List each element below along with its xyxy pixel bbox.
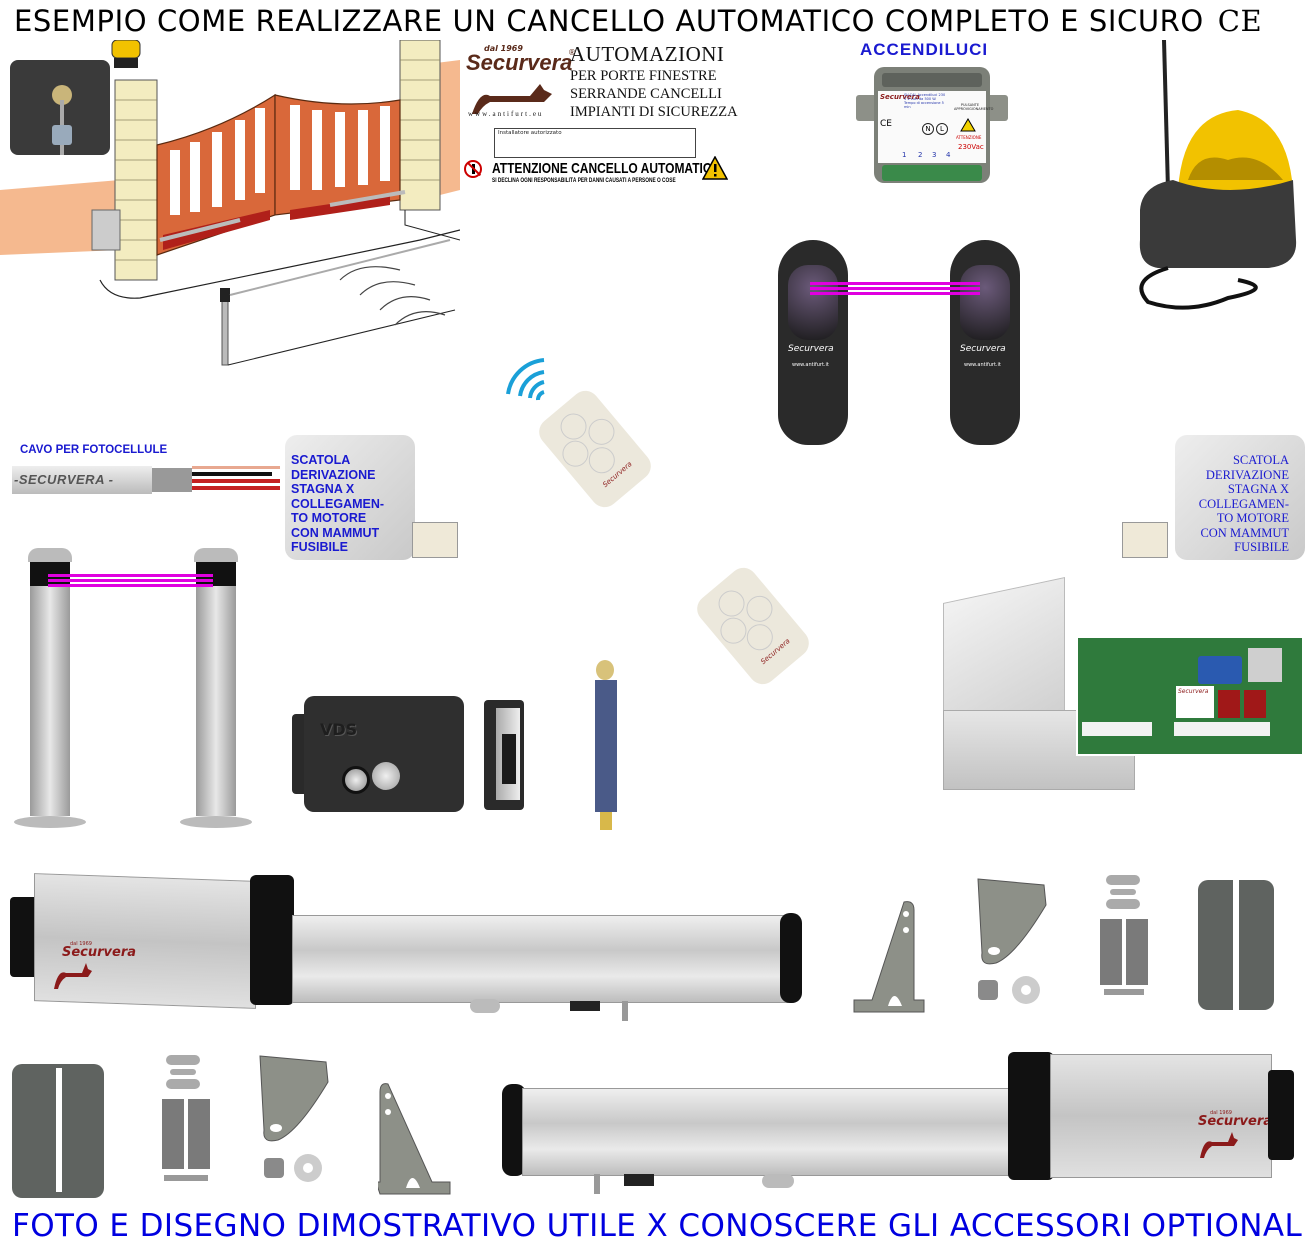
photocell-cable: -SECURVERA - — [12, 462, 280, 496]
cable-label: CAVO PER FOTOCELLULE — [20, 444, 168, 456]
nut-icon — [264, 1158, 284, 1178]
warning-triangle-icon — [701, 155, 729, 184]
front-bracket-1 — [976, 875, 1051, 974]
dog-logo-icon — [470, 80, 552, 116]
gate-illustration — [0, 39, 461, 380]
junction-box-left-text: SCATOLA DERIVAZIONE STAGNA X COLLEGAMEN-… — [291, 453, 385, 554]
gate-motor-right: dal 1969 Securvera — [498, 1052, 1298, 1194]
high-voltage-icon — [960, 117, 976, 136]
ce-mark-icon: CE — [880, 119, 892, 129]
accendiluci-module: Securvera SV-CAL Accendiluci 230 V 2 Luc… — [852, 65, 1012, 185]
photocell-left: Securvera www.antifurt.it — [778, 240, 848, 445]
photocell-beam — [810, 282, 980, 296]
remote-control-2: Securvera — [691, 562, 815, 690]
junction-box-right: SCATOLA DERIVAZIONE STAGNA X COLLEGAMEN-… — [1175, 435, 1305, 560]
title-text: ESEMPIO COME REALIZZARE UN CANCELLO AUTO… — [14, 4, 1204, 38]
bollard-photocell-left — [14, 548, 86, 828]
control-board: Securvera — [1076, 636, 1304, 756]
brand-logo: dal 1969 Securvera — [462, 42, 572, 120]
dog-logo-icon — [52, 961, 92, 995]
electric-lock: VDS — [290, 694, 530, 814]
flashing-lamp — [1128, 39, 1298, 315]
hinge-pins-1 — [1100, 875, 1150, 1005]
gate-motor-left: dal 1969 Securvera — [10, 873, 805, 1021]
bollard-beam — [48, 574, 213, 590]
terminal-block-left — [412, 522, 458, 558]
motor-cover-1 — [1198, 880, 1274, 1010]
installer-box: Installatore autorizzato — [494, 128, 696, 158]
page-title: ESEMPIO COME REALIZZARE UN CANCELLO AUTO… — [14, 4, 1262, 38]
washer-icon — [294, 1154, 322, 1182]
rear-bracket-1 — [852, 900, 927, 1019]
dog-logo-icon — [1198, 1130, 1238, 1164]
accendiluci-label: ACCENDILUCI — [860, 40, 989, 59]
release-key — [594, 660, 618, 832]
radio-waves-icon — [494, 352, 554, 416]
footer-caption: FOTO E DISEGNO DIMOSTRATIVO UTILE X CONO… — [12, 1208, 1303, 1244]
motor-cover-2 — [12, 1064, 104, 1198]
front-bracket-2 — [258, 1052, 333, 1151]
washer-icon — [1012, 976, 1040, 1004]
junction-box-left: SCATOLA DERIVAZIONE STAGNA X COLLEGAMEN-… — [285, 435, 415, 560]
terminal-block-right — [1122, 522, 1168, 558]
junction-box-right-text: SCATOLA DERIVAZIONE STAGNA X COLLEGAMEN-… — [1198, 453, 1289, 554]
hinge-pins-2 — [160, 1055, 214, 1190]
bollard-photocell-right — [180, 548, 252, 828]
photocell-right: Securvera www.antifurt.it — [950, 240, 1020, 445]
nut-icon — [978, 980, 998, 1000]
ce-mark-icon: CE — [1217, 4, 1263, 38]
warning-sign: dal 1969 Securvera ® AUTOMAZIONI PER POR… — [462, 42, 738, 188]
rear-bracket-2 — [375, 1082, 453, 1201]
no-pedestrian-icon — [464, 160, 482, 178]
